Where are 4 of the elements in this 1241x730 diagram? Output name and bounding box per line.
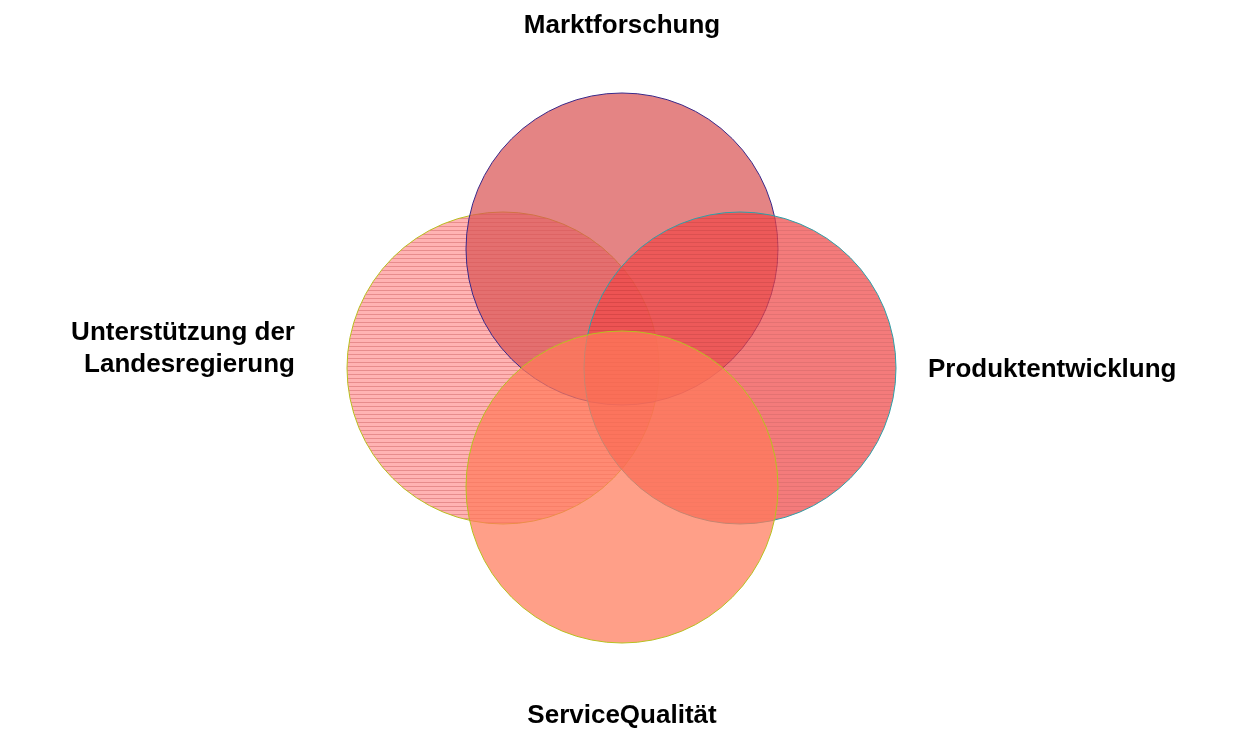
circle-label: Marktforschung <box>522 8 722 40</box>
circle-label: Unterstützung der Landesregierung <box>70 315 295 379</box>
circle-label: ServiceQualität <box>526 698 718 730</box>
circle-label: Produktentwicklung <box>928 352 1178 384</box>
